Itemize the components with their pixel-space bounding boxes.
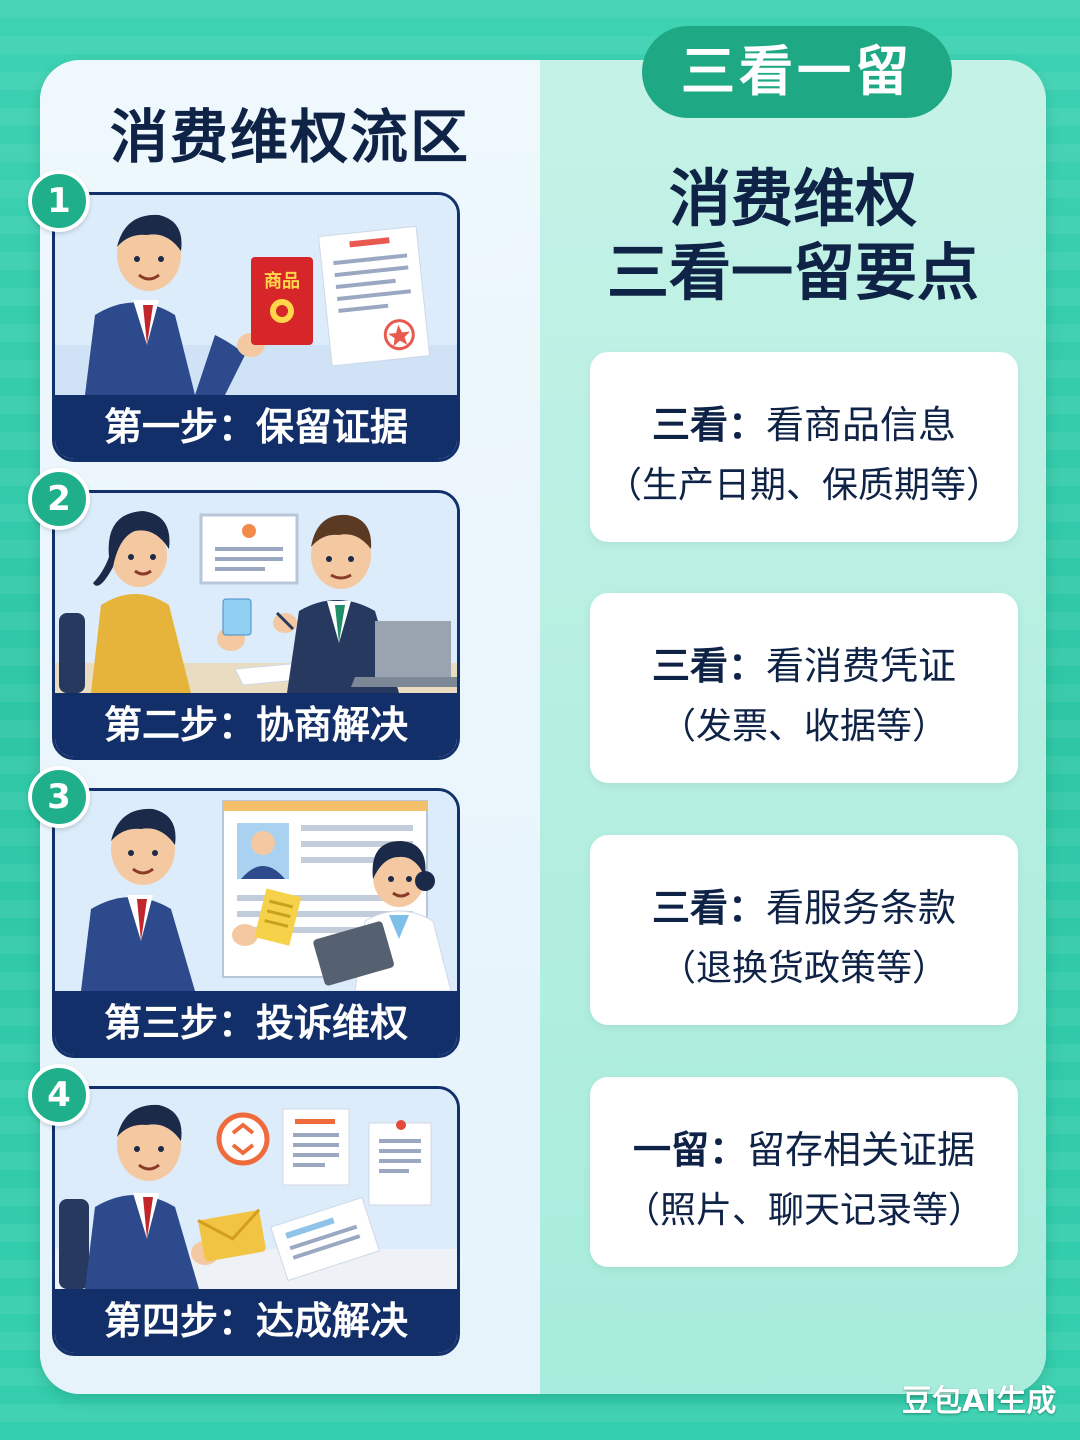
step-card-3: 第三步：投诉维权	[52, 788, 460, 1058]
step-2-number: 2	[28, 468, 90, 530]
summary-pill: 三看一留	[642, 26, 952, 118]
step-4-caption: 第四步：达成解决	[55, 1289, 457, 1353]
tip-4-sub: （照片、聊天记录等）	[623, 1190, 984, 1231]
step-3-illustration	[55, 791, 457, 991]
step-4-illustration	[55, 1089, 457, 1289]
step-2-illustration	[55, 493, 457, 693]
tip-card-4: 一留：留存相关证据 （照片、聊天记录等）	[590, 1077, 1018, 1267]
tip-2-sub: （发票、收据等）	[659, 706, 948, 747]
tip-2-label: 三看：	[651, 644, 766, 688]
step-1-caption: 第一步：保留证据	[55, 395, 457, 459]
tip-3-label: 三看：	[651, 886, 766, 930]
tip-card-2: 三看：看消费凭证 （发票、收据等）	[590, 593, 1018, 783]
tip-1-label: 三看：	[651, 403, 766, 447]
right-heading-line-2: 三看一留要点	[606, 236, 979, 309]
step-1-illustration: 商品	[55, 195, 457, 395]
tip-3-text: 看服务条款	[766, 886, 957, 930]
right-heading-line-1: 消费维权	[668, 162, 917, 235]
tip-2-text: 看消费凭证	[766, 644, 957, 688]
tip-card-3: 三看：看服务条款 （退换货政策等）	[590, 835, 1018, 1025]
step-1-number: 1	[28, 170, 90, 232]
book-label: 商品	[264, 270, 300, 292]
step-3-number: 3	[28, 766, 90, 828]
tip-4-text: 留存相关证据	[747, 1128, 976, 1172]
tip-4-label: 一留：	[632, 1128, 747, 1172]
step-2-caption: 第二步：协商解决	[55, 693, 457, 757]
step-card-4: 第四步：达成解决	[52, 1086, 460, 1356]
tip-1-sub: （生产日期、保质期等）	[605, 465, 1002, 506]
process-title: 消费维权流区	[109, 103, 470, 171]
step-card-2: 第二步：协商解决	[52, 490, 460, 760]
watermark: 豆包AI生成	[902, 1384, 1057, 1419]
step-3-caption: 第三步：投诉维权	[55, 991, 457, 1055]
step-card-1: 商品 第一步：保留证据	[52, 192, 460, 462]
tip-card-1: 三看：看商品信息 （生产日期、保质期等）	[590, 352, 1018, 542]
tip-1-text: 看商品信息	[766, 403, 957, 447]
tip-3-sub: （退换货政策等）	[659, 948, 948, 989]
step-4-number: 4	[28, 1064, 90, 1126]
